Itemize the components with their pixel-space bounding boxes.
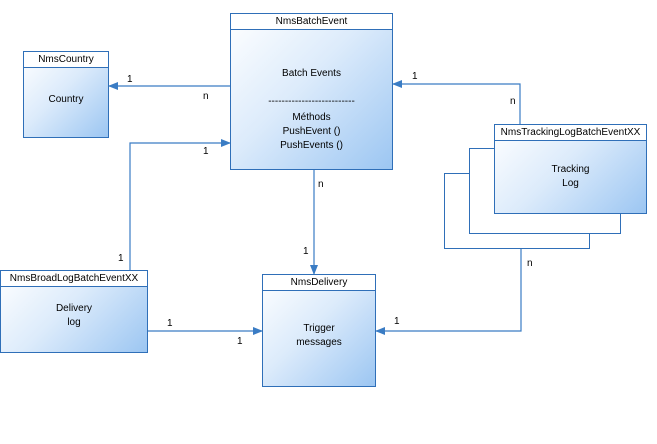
entity-body: Trigger messages (296, 323, 342, 348)
entity-nms-tracking-log-batch-event: NmsTrackingLogBatchEventXX Tracking Log (494, 124, 647, 214)
cardinality-label: 1 (127, 74, 133, 85)
entity-nms-broad-log-batch-event: NmsBroadLogBatchEventXX Delivery log (0, 270, 148, 353)
cardinality-label: 1 (203, 146, 209, 157)
cardinality-label: n (318, 179, 324, 190)
entity-method: PushEvents () (280, 140, 343, 151)
cardinality-label: 1 (167, 318, 173, 329)
cardinality-label: n (510, 96, 516, 107)
entity-nms-batch-event: NmsBatchEvent Batch Events -------------… (230, 13, 393, 170)
entity-method: PushEvent () (282, 126, 341, 137)
entity-body: Tracking Log (551, 164, 590, 189)
entity-nms-country: NmsCountry Country (23, 51, 109, 138)
relation-tracking-batch (392, 80, 521, 124)
cardinality-label: 1 (237, 336, 243, 347)
entity-title: NmsDelivery (263, 275, 375, 291)
cardinality-label: 1 (412, 71, 418, 82)
entity-title: NmsTrackingLogBatchEventXX (495, 125, 646, 141)
relation-tracking-delivery (375, 248, 522, 335)
cardinality-label: n (203, 91, 209, 102)
entity-title: NmsCountry (24, 52, 108, 68)
entity-nms-delivery: NmsDelivery Trigger messages (262, 274, 376, 387)
entity-title: NmsBroadLogBatchEventXX (1, 271, 147, 287)
cardinality-label: 1 (118, 253, 124, 264)
relation-broadlog-batch (129, 139, 231, 270)
entity-body: Delivery log (55, 303, 93, 328)
entity-methods-heading: Méthods (292, 112, 331, 123)
entity-title: NmsBatchEvent (231, 14, 392, 30)
cardinality-label: 1 (394, 316, 400, 327)
entity-body: Country (48, 94, 84, 105)
entity-separator: -------------------------- (268, 96, 355, 107)
cardinality-label: 1 (303, 246, 309, 257)
cardinality-label: n (527, 258, 533, 269)
entity-description: Batch Events (282, 68, 341, 79)
